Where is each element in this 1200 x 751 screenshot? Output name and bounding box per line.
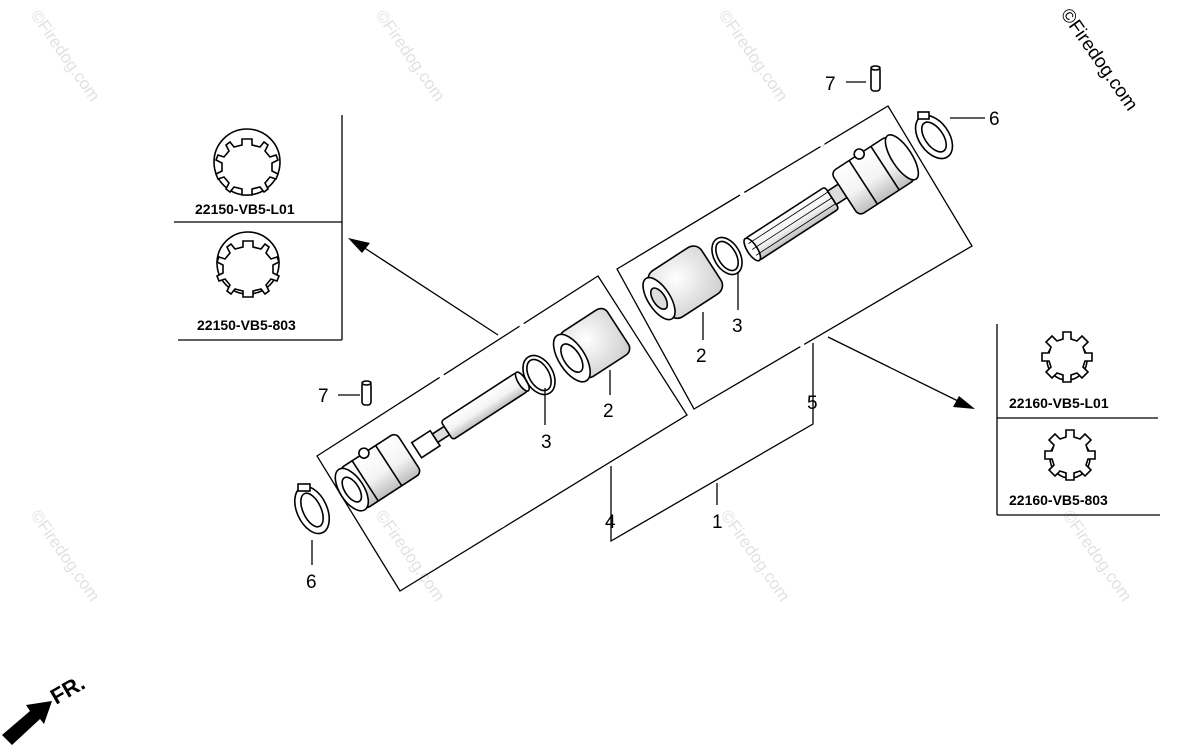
watermark-top-mid-right: ©Firedog.com — [715, 6, 792, 105]
front-arrow-icon — [2, 701, 52, 745]
watermark-bottom-mid-right: ©Firedog.com — [717, 506, 794, 605]
callout-6-right: 6 — [989, 109, 1000, 130]
callout-4: 4 — [605, 512, 616, 533]
right-boot — [642, 245, 724, 321]
left-clamp — [293, 483, 331, 535]
watermark-top-left: ©Firedog.com — [27, 6, 104, 105]
outer-shaft-group-box — [616, 105, 973, 410]
right-pin — [870, 65, 881, 92]
left-oring — [522, 354, 556, 396]
watermark-bottom-mid-left: ©Firedog.com — [372, 506, 449, 605]
outer-part-number-top: 22160-VB5-L01 — [1009, 395, 1109, 411]
callout-3-right: 3 — [732, 316, 743, 337]
left-shaft — [410, 371, 530, 459]
callout-7-left: 7 — [318, 386, 329, 407]
inner-shaft-group-box — [316, 275, 688, 592]
callout-6-left: 6 — [306, 572, 317, 593]
callout-5: 5 — [807, 393, 818, 414]
arrow-head-outer — [953, 396, 975, 409]
callout-2-left: 2 — [603, 401, 614, 422]
arrow-to-outer-panel — [827, 336, 961, 403]
callout-7-right: 7 — [825, 74, 836, 95]
inner-part-number-bottom: 22150-VB5-803 — [197, 317, 296, 333]
callout-numbers: 1 2 2 3 3 4 5 6 6 7 7 — [306, 74, 1000, 593]
left-pin — [361, 380, 372, 406]
callout-1: 1 — [712, 512, 723, 533]
outer-yoke-panel: 22160-VB5-L01 22160-VB5-803 — [996, 324, 1160, 516]
internal-spline-icon-top — [213, 128, 281, 196]
internal-spline-icon-bottom — [215, 231, 281, 298]
inner-part-number-top: 22150-VB5-L01 — [195, 201, 295, 217]
external-spline-icon-top — [1041, 331, 1093, 383]
right-splined-shaft — [743, 180, 853, 262]
watermark-bottom-left: ©Firedog.com — [27, 506, 104, 605]
watermark-bottom-right: ©Firedog.com — [1059, 506, 1136, 605]
watermark-top-mid-left: ©Firedog.com — [372, 6, 449, 105]
right-clamp — [914, 111, 954, 160]
copyright-text: ©Firedog.com — [1056, 5, 1142, 115]
watermark-layer: ©Firedog.com ©Firedog.com ©Firedog.com ©… — [27, 6, 1136, 605]
inner-yoke-panel: 22150-VB5-L01 22150-VB5-803 — [174, 115, 343, 341]
arrows — [348, 238, 975, 409]
callout-3-left: 3 — [541, 432, 552, 453]
arrow-head-inner — [348, 238, 370, 253]
external-spline-icon-bottom — [1044, 429, 1096, 481]
box-dash-marks — [439, 141, 825, 529]
arrow-to-inner-panel — [359, 244, 499, 336]
right-oring — [711, 236, 743, 276]
left-boot — [552, 307, 631, 383]
left-universal-joint — [334, 433, 421, 512]
outer-part-number-bottom: 22160-VB5-803 — [1009, 492, 1108, 508]
callout-2-right: 2 — [696, 346, 707, 367]
front-indicator: FR. — [2, 670, 89, 745]
front-label: FR. — [46, 670, 89, 709]
right-universal-joint — [832, 134, 920, 215]
